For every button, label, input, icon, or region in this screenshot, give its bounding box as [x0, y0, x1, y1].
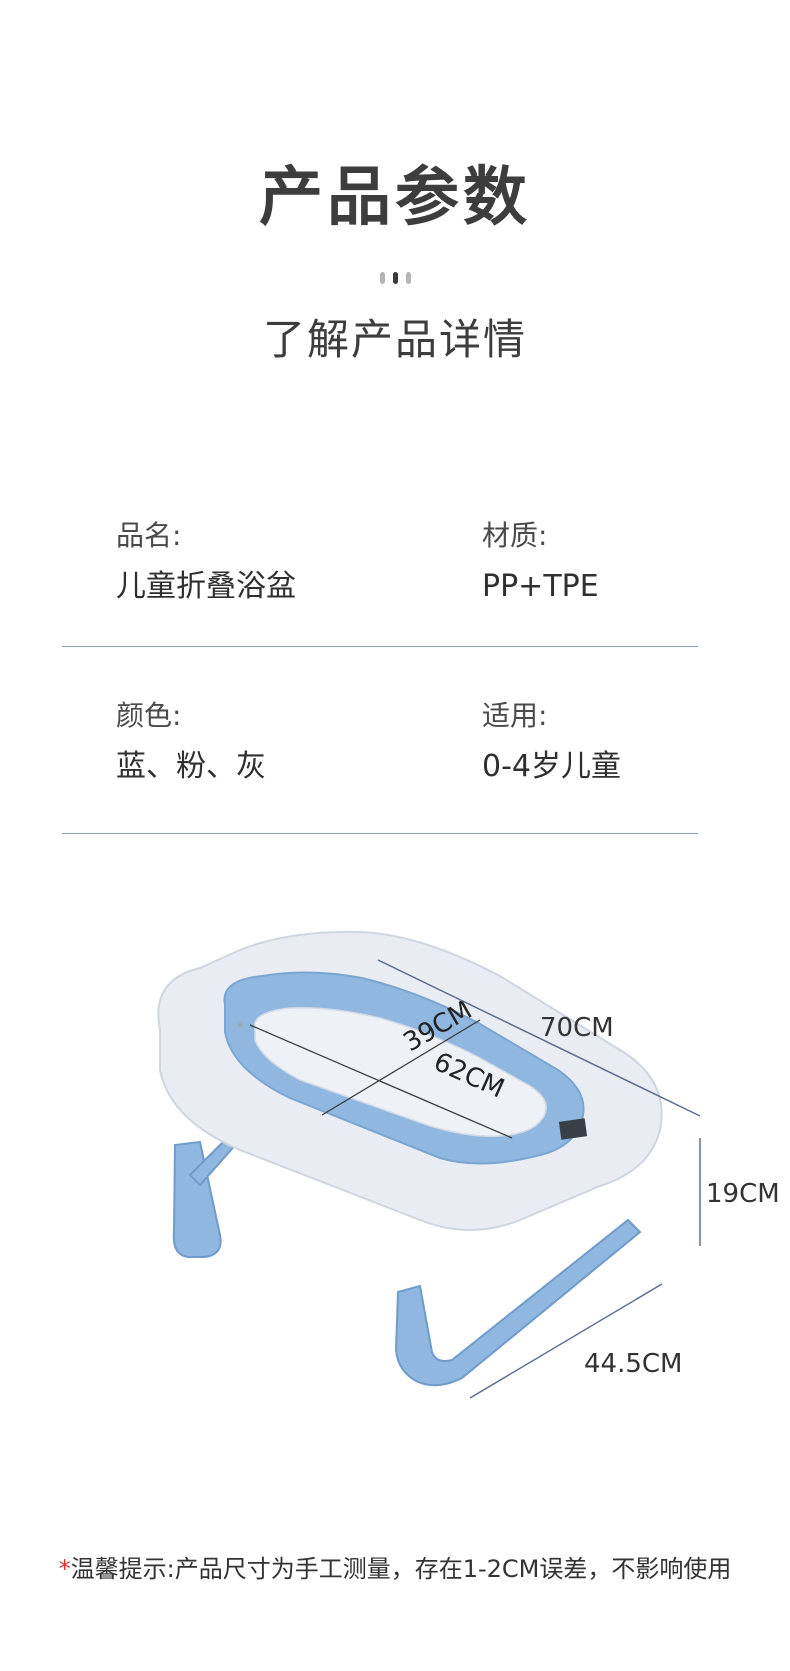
inner-length-line	[249, 1024, 513, 1139]
inner-measure-lines	[249, 1019, 513, 1139]
outer-measure-lines	[377, 959, 701, 1399]
spec-label-color: 颜色:	[116, 699, 182, 732]
height-label: 19CM	[706, 1179, 780, 1209]
page-title: 产品参数	[259, 161, 531, 235]
width-label: 44.5CM	[584, 1349, 682, 1379]
spec-label-name: 品名:	[116, 519, 182, 552]
spec-label-material: 材质:	[482, 519, 548, 552]
thermometer-display-icon	[558, 1118, 588, 1140]
spec-label-age: 适用:	[482, 699, 548, 732]
spec-value-name: 儿童折叠浴盆	[116, 569, 296, 604]
spec-value-color: 蓝、粉、灰	[116, 749, 266, 784]
length-label: 70CM	[540, 1013, 614, 1043]
tub-legs	[172, 1133, 642, 1387]
dot-middle	[392, 272, 398, 284]
length-line	[377, 959, 701, 1117]
page-subtitle: 了解产品详情	[262, 315, 527, 364]
product-dimension-diagram: 39CM 62CM 70CM 19CM 44.5CM	[157, 930, 780, 1399]
dot-left	[379, 272, 385, 284]
note-star: *	[58, 1555, 71, 1583]
note-text: 温馨提示:产品尺寸为手工测量，存在1-2CM误差，不影响使用	[70, 1555, 732, 1583]
spec-value-material: PP+TPE	[482, 569, 599, 604]
spec-value-age: 0-4岁儿童	[482, 749, 621, 784]
width-line	[469, 1283, 663, 1399]
dot-right	[405, 272, 411, 284]
tub-body	[157, 930, 663, 1231]
inner-width-line	[321, 1019, 481, 1116]
spec-divider-2	[62, 833, 698, 834]
measurement-note: *温馨提示:产品尺寸为手工测量，存在1-2CM误差，不影响使用	[0, 1552, 790, 1586]
spec-divider-1	[62, 646, 698, 647]
title-dots-decoration	[0, 272, 790, 284]
